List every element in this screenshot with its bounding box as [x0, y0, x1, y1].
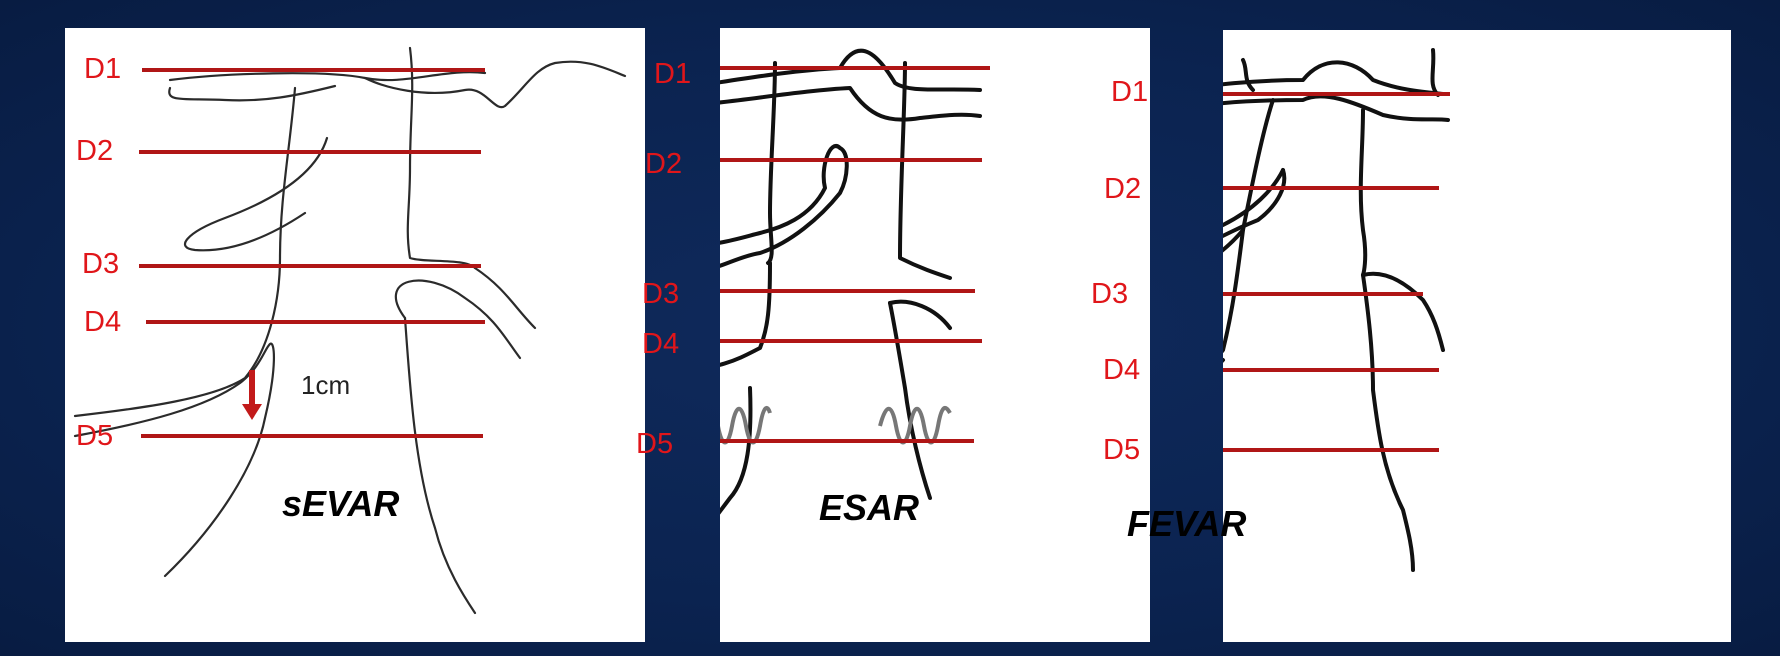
- sevar-level-label-d3: D3: [82, 250, 119, 279]
- sevar-vessel-diagram: [65, 28, 645, 642]
- fevar-level-label-d2: D2: [1104, 175, 1141, 204]
- sevar-panel: D1 D2 D3 D4 D5 1cm sEVAR: [65, 28, 645, 642]
- esar-vessel-diagram: [720, 28, 1150, 642]
- esar-level-label-d4: D4: [642, 330, 679, 359]
- fevar-level-label-d4: D4: [1103, 356, 1140, 385]
- esar-level-label-d3: D3: [642, 280, 679, 309]
- esar-panel: D1 D2 D3 D4 D5 ESAR: [720, 28, 1150, 642]
- fevar-panel-title: FEVAR: [1127, 506, 1246, 542]
- fevar-level-label-d1: D1: [1111, 78, 1148, 107]
- sevar-level-label-d1: D1: [84, 55, 121, 84]
- fevar-level-label-d5: D5: [1103, 436, 1140, 465]
- sevar-level-label-d5: D5: [76, 422, 113, 451]
- sevar-measure-label: 1cm: [301, 372, 350, 398]
- esar-level-label-d2: D2: [645, 150, 682, 179]
- esar-level-label-d1: D1: [654, 60, 691, 89]
- sevar-level-label-d4: D4: [84, 308, 121, 337]
- sevar-level-label-d2: D2: [76, 137, 113, 166]
- fevar-panel: D1 D2 D3 D4 D5 FEVAR: [1223, 30, 1731, 642]
- sevar-panel-title: sEVAR: [282, 486, 399, 522]
- fevar-level-label-d3: D3: [1091, 280, 1128, 309]
- esar-level-label-d5: D5: [636, 430, 673, 459]
- fevar-vessel-diagram: [1223, 30, 1731, 642]
- esar-panel-title: ESAR: [819, 490, 919, 526]
